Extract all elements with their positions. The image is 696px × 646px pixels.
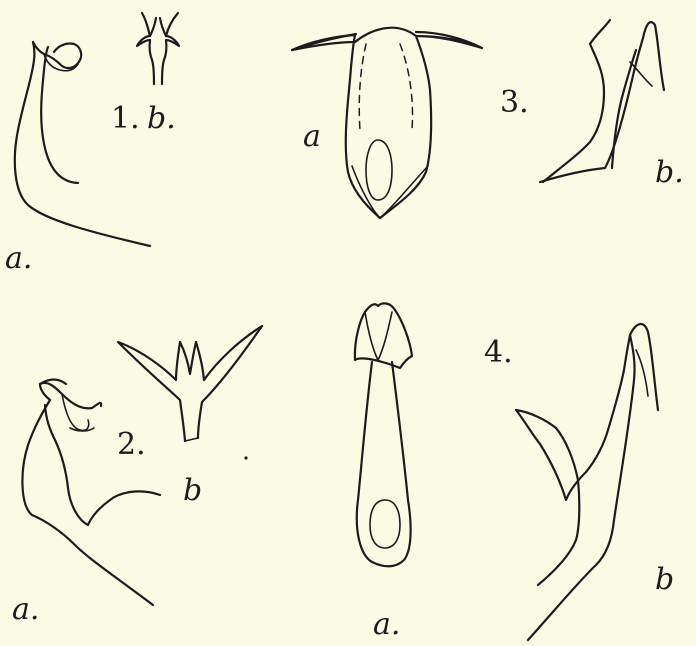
fig1a-drawing — [15, 42, 150, 246]
fig3a-part-label: a — [303, 122, 321, 152]
fig3-number-label: 3. — [500, 88, 529, 118]
fig2a-drawing — [22, 380, 160, 606]
fig2a-part-label: a. — [12, 595, 39, 625]
ink-speck — [244, 456, 247, 459]
fig2-number-label: 2. — [117, 430, 146, 460]
fig3b-part-label: b. — [655, 158, 684, 188]
fig1a-part-label: a. — [5, 244, 32, 274]
fig2b-part-label: b — [183, 476, 202, 506]
fig2b-drawing — [118, 326, 262, 441]
fig1b-drawing — [137, 13, 179, 84]
fig4b-part-label: b — [655, 565, 674, 595]
fig1b-part-label: b. — [147, 104, 176, 134]
fig3b-drawing — [540, 20, 664, 182]
fig4b-drawing — [516, 324, 658, 640]
fig4-number-label: 4. — [484, 338, 513, 368]
fig1-number-label: 1. — [111, 104, 140, 134]
fig4a-part-label: a. — [373, 610, 400, 640]
fig4-centre-drawing — [355, 303, 412, 566]
